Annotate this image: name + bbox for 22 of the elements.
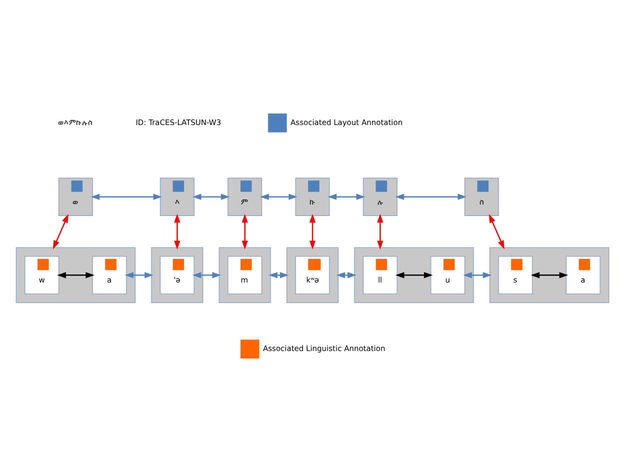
arrow bbox=[336, 272, 356, 278]
arrow bbox=[395, 194, 467, 200]
arrow bbox=[488, 214, 504, 250]
cluster bbox=[218, 247, 271, 304]
arrow bbox=[192, 194, 230, 200]
arrow bbox=[395, 272, 433, 278]
cluster bbox=[489, 247, 610, 304]
arrow bbox=[530, 272, 568, 278]
arrow bbox=[52, 214, 68, 250]
arrow bbox=[309, 214, 316, 250]
arrow bbox=[328, 194, 366, 200]
cluster bbox=[286, 247, 338, 304]
arrow bbox=[260, 194, 298, 200]
arrow bbox=[124, 272, 154, 278]
arrow bbox=[192, 272, 222, 278]
arrow bbox=[463, 272, 492, 278]
arrow bbox=[268, 272, 289, 278]
arrow bbox=[377, 214, 384, 250]
arrow bbox=[242, 214, 248, 250]
arrow bbox=[174, 214, 180, 250]
arrow bbox=[90, 194, 162, 200]
arrow bbox=[57, 272, 94, 278]
